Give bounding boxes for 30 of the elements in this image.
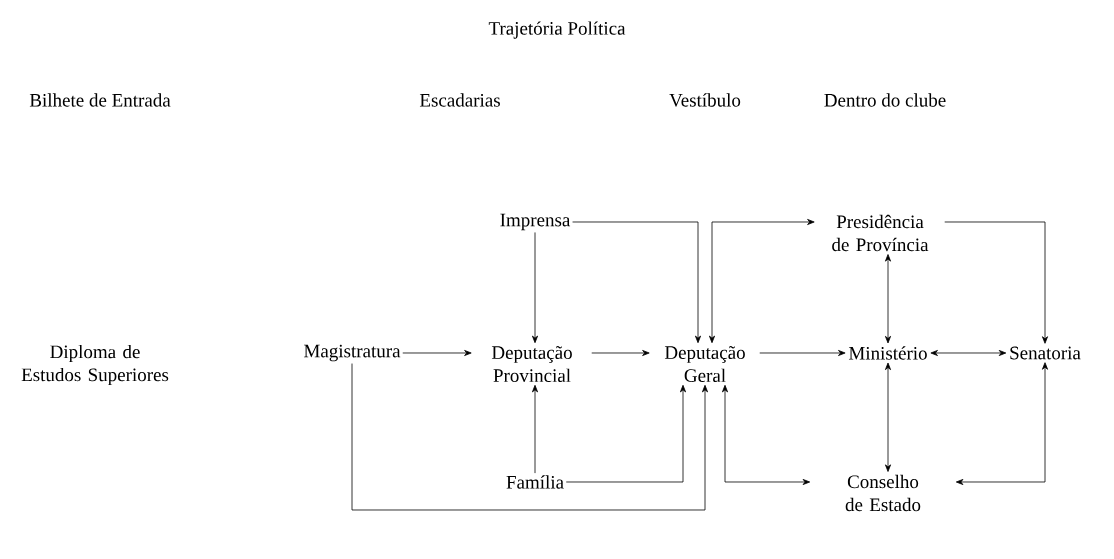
column-heading: Bilhete de Entrada [29,93,171,107]
arrow [351,363,708,511]
arrow [955,362,1048,485]
node-label: Presidência de Província [832,214,929,252]
column-heading: Dentro do clube [824,93,946,107]
arrow [572,221,701,344]
arrow [885,362,891,472]
label: Diploma de Estudos Superiores [21,344,169,386]
arrow [532,384,538,474]
node-label: Deputação Provincial [491,346,572,382]
title: Trajetória Política [488,21,626,39]
arrow [565,384,686,483]
arrow [759,350,846,356]
arrow [402,350,472,356]
arrow [532,232,538,344]
arrow [722,384,811,485]
node-label: Deputação Geral [664,346,745,382]
arrow [885,254,891,344]
node-label: Ministério [848,346,927,360]
arrow [944,221,1048,344]
node-label: Imprensa [500,213,571,231]
column-heading: Escadarias [419,93,500,107]
column-heading: Vestíbulo [669,93,741,107]
node-label: Senatoria [1010,346,1081,360]
arrow [930,350,1007,356]
node-label: Conselho de Estado [845,474,921,512]
arrow [591,350,650,356]
node-label: Família [506,475,564,489]
arrow [709,219,815,344]
node-label: Magistratura [304,344,401,362]
